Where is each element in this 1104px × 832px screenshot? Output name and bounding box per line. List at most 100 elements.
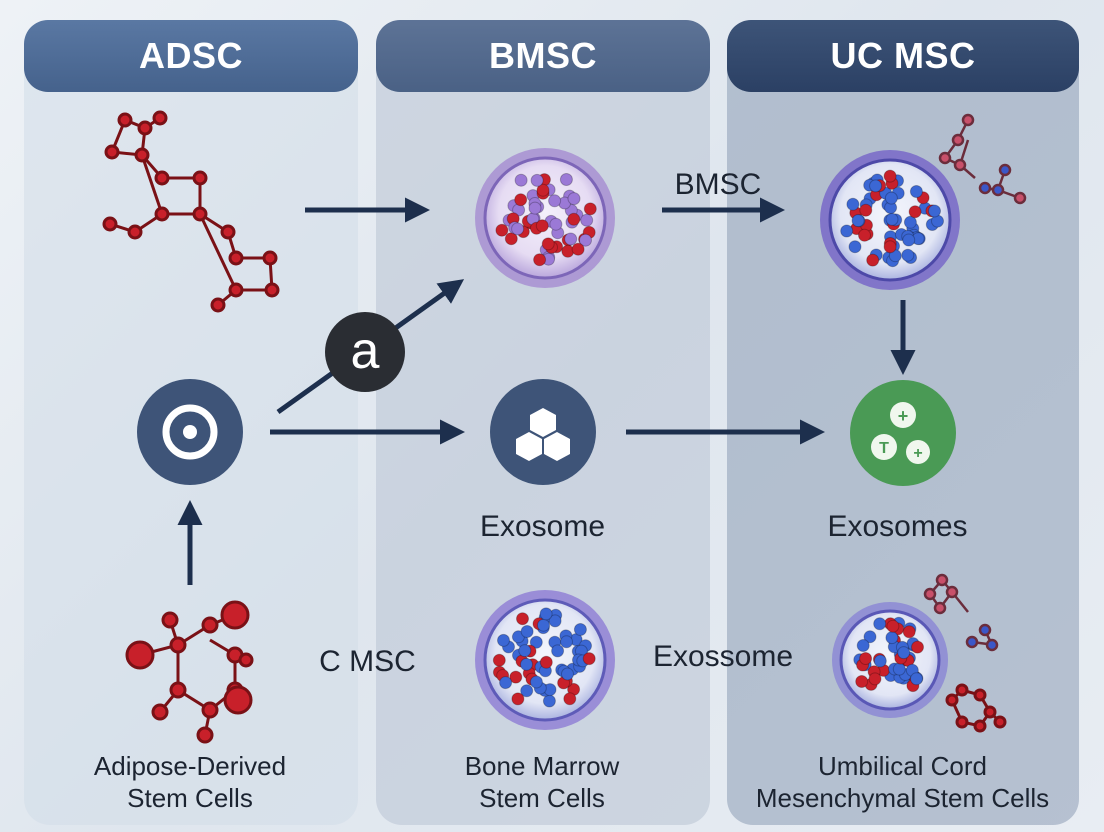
cell-particle <box>539 607 553 621</box>
uc-msc-caption-line1: Umbilical Cord <box>817 751 988 781</box>
uc-msc-caption-line2: Mesenchymal Stem Cells <box>755 783 1050 813</box>
cell-particle <box>528 201 542 215</box>
cell-particle <box>530 173 544 187</box>
cell-particle <box>533 253 547 267</box>
cell-particle <box>573 623 587 636</box>
cell-particle <box>869 179 883 193</box>
cell-particle <box>509 670 523 684</box>
uc-msc-caption: Umbilical Cord Mesenchymal Stem Cells <box>735 750 1070 814</box>
cell-particle <box>549 217 563 231</box>
cell-particle <box>928 204 941 218</box>
svg-text:T: T <box>879 440 889 457</box>
cell-particle <box>560 635 573 649</box>
swirl-icon <box>137 379 243 485</box>
cell-particle <box>539 655 553 669</box>
cell-particle <box>873 617 887 631</box>
cell-particle <box>511 692 525 706</box>
cell-particle <box>511 222 525 236</box>
cell-particle <box>580 213 594 227</box>
cell-particle <box>886 619 900 633</box>
cell-particle <box>497 633 510 647</box>
cell-particle <box>908 205 922 219</box>
cell-particle <box>516 612 529 626</box>
svg-text:+: + <box>898 406 909 426</box>
cell-particle <box>863 630 877 644</box>
cell-icon <box>832 602 948 718</box>
cell-particle <box>866 253 880 267</box>
adsc-caption: Adipose-Derived Stem Cells <box>40 750 340 814</box>
cell-particle <box>883 169 897 183</box>
cell-particle <box>884 191 898 205</box>
cell-particle <box>520 625 534 638</box>
cell-particle <box>564 232 578 246</box>
cell-particle <box>859 203 873 217</box>
exosomes-label: Exosomes <box>827 510 968 543</box>
cell-particle <box>910 672 923 686</box>
badge-letter: a <box>351 322 380 380</box>
cell-particle <box>499 676 513 690</box>
bmsc-caption-line1: Bone Marrow <box>464 751 620 781</box>
cell-particle <box>859 652 873 665</box>
bmsc-arrow-label: BMSC <box>674 168 762 201</box>
svg-text:+: + <box>913 445 922 462</box>
cell-particle <box>514 173 528 187</box>
cell-particle <box>529 675 543 689</box>
letter-a-badge: a <box>325 312 405 392</box>
cell-particle <box>518 644 532 658</box>
cell-particle <box>537 618 550 632</box>
cell-particle <box>561 667 574 681</box>
adsc-caption-line1: Adipose-Derived <box>93 751 287 781</box>
cell-particle <box>579 233 592 247</box>
cell-particle <box>582 652 596 666</box>
cell-particle <box>567 212 581 226</box>
cell-particle <box>909 185 923 198</box>
cell-particle <box>885 631 899 645</box>
cell-particle <box>520 684 534 698</box>
cell-particle <box>563 692 577 706</box>
cell-particle <box>535 219 549 233</box>
cell-particle <box>846 197 860 211</box>
cell-particle <box>868 672 882 686</box>
plus-exosome-icon: + T + <box>850 380 956 486</box>
molecule-icon <box>102 110 280 313</box>
cell-particle <box>541 237 555 251</box>
molecule-icon <box>938 113 1027 205</box>
cell-particle <box>858 228 871 242</box>
cell-particle <box>504 232 518 246</box>
cell-particle <box>567 192 581 206</box>
exosome-label: Exosome <box>479 510 606 543</box>
cell-particle <box>520 657 533 671</box>
cell-particle <box>873 654 887 668</box>
cell-particle <box>902 233 916 247</box>
c-msc-label: C MSC <box>319 645 416 678</box>
molecule-icon <box>125 600 254 744</box>
cell-particle <box>851 214 865 228</box>
cell-particle <box>495 223 509 237</box>
cell-particle <box>848 240 862 254</box>
adsc-header: ADSC <box>24 20 358 92</box>
cell-particle <box>551 644 565 658</box>
cell-particle <box>514 193 528 207</box>
cell-particle <box>583 202 597 216</box>
cell-particle <box>536 183 550 197</box>
cell-particle <box>840 224 854 238</box>
molecule-icon <box>945 683 1007 733</box>
cell-particle <box>855 675 869 688</box>
cell-particle <box>897 646 911 660</box>
exossome-label: Exossome <box>652 640 794 673</box>
cell-particle <box>883 240 897 254</box>
hexagon-cluster-icon <box>490 379 596 485</box>
cell-icon <box>475 590 615 730</box>
bmsc-caption-line2: Stem Cells <box>479 783 605 813</box>
cell-particle <box>571 242 585 256</box>
cell-particle <box>885 212 899 226</box>
cell-particle <box>901 248 915 262</box>
cell-particle <box>529 635 543 649</box>
cell-particle <box>548 614 562 628</box>
cell-particle <box>548 194 562 208</box>
molecule-icon <box>923 573 999 652</box>
bmsc-caption: Bone Marrow Stem Cells <box>392 750 692 814</box>
cell-particle <box>903 215 917 229</box>
